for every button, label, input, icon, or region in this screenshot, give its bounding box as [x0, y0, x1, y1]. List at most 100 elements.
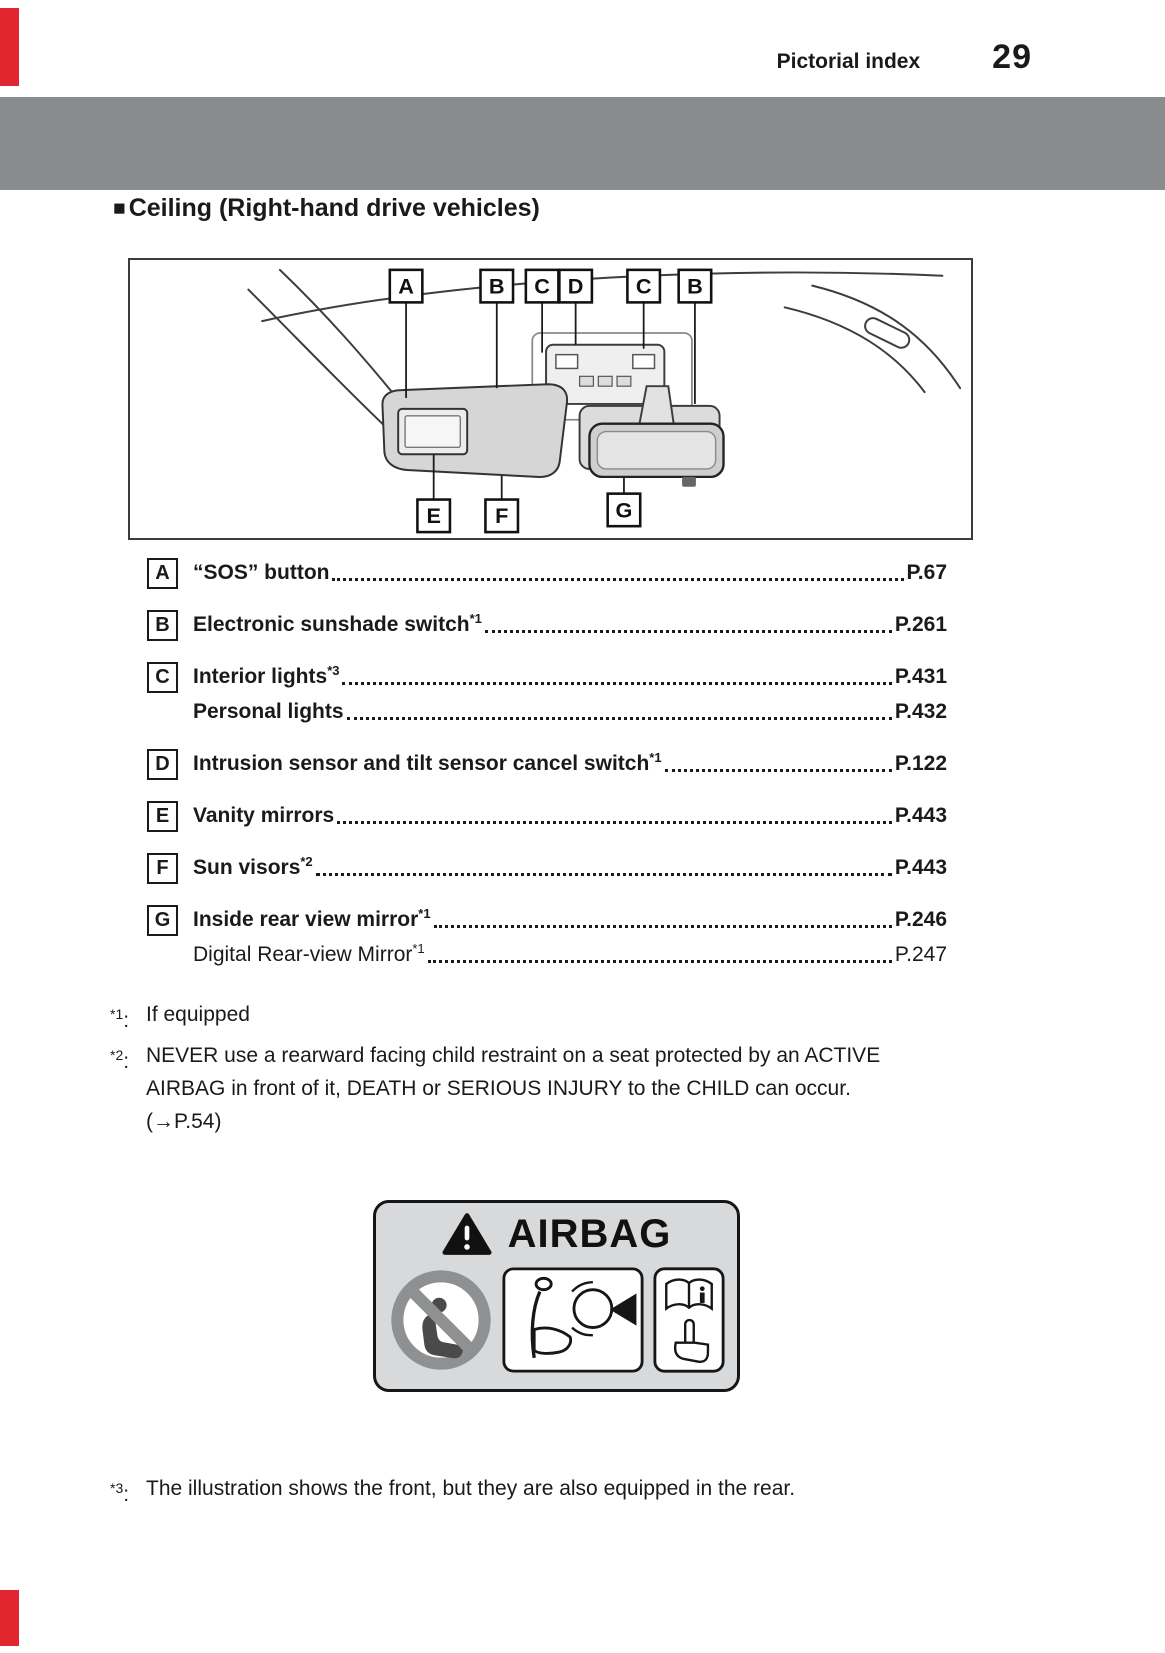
entry-page-ref: P.122 [894, 752, 947, 775]
entry-text: Vanity mirrors [193, 804, 335, 827]
callout-box-B2 [677, 268, 713, 304]
entry-text: “SOS” button [193, 561, 330, 584]
dot-leader [342, 682, 892, 685]
ceiling-illustration: A B C D C B E F G [247, 268, 962, 534]
index-entry: Electronic sunshade switch*1 P.261 [193, 608, 947, 641]
entry-text: Inside rear view mirror [193, 908, 419, 931]
index-letter-box: B [147, 610, 178, 641]
entry-page-ref: P.67 [906, 561, 948, 584]
callout-letter: E [426, 503, 440, 528]
index-entry: Personal lights P.432 [193, 695, 947, 728]
index-row-a: A “SOS” button P.67 [147, 556, 947, 589]
print-mark-red-bottom [0, 1590, 19, 1646]
dot-leader [332, 578, 904, 581]
callout-letter: G [616, 497, 633, 522]
airbag-warning-label: AIRBAG [373, 1200, 740, 1392]
callout-letter: F [495, 503, 508, 528]
footnote-marker: *1: [110, 1006, 130, 1032]
airbag-label-pictograms [386, 1261, 727, 1379]
index-row-d: D Intrusion sensor and tilt sensor cance… [147, 747, 947, 780]
callout-box-G [606, 492, 642, 528]
dot-leader [433, 925, 892, 928]
entry-page-ref: P.246 [894, 908, 947, 931]
footnote-2: *2: NEVER use a rearward facing child re… [110, 1039, 1020, 1138]
chapter-banner [0, 97, 1165, 190]
index-row-e: E Vanity mirrors P.443 [147, 799, 947, 832]
entry-text: Digital Rear-view Mirror [193, 943, 413, 966]
page-header: Pictorial index 29 [777, 38, 1032, 77]
section-title: ■ Ceiling (Right-hand drive vehicles) [113, 194, 540, 223]
entry-page-ref: P.443 [894, 856, 947, 879]
roof-outline [247, 268, 962, 427]
callout-box-B [479, 268, 515, 304]
entry-footnote-ref: *1 [418, 906, 431, 921]
index-row-b: B Electronic sunshade switch*1 P.261 [147, 608, 947, 641]
mirror-lever [682, 476, 696, 487]
header-section-label: Pictorial index [776, 50, 921, 73]
print-mark-red-top [0, 8, 19, 86]
dot-leader [484, 630, 892, 633]
footnote-marker: *2: [110, 1047, 130, 1073]
pictorial-index-list: A “SOS” button P.67 B Electronic sunshad… [147, 556, 947, 990]
callout-letter: D [568, 274, 584, 299]
callout-box-C2 [626, 268, 662, 304]
index-row-c: C Interior lights*3 P.431 Personal light… [147, 660, 947, 728]
footnote-marker: *3: [110, 1480, 130, 1506]
footnote-text: NEVER use a rearward facing child restra… [146, 1044, 881, 1133]
index-entry: Vanity mirrors P.443 [193, 799, 947, 832]
index-entry: “SOS” button P.67 [193, 556, 947, 589]
footnote-text: If equipped [146, 1003, 250, 1026]
airbag-deployment-icon [501, 1267, 644, 1373]
callout-box-E [416, 498, 452, 534]
index-letter-box: G [147, 905, 178, 936]
index-entry: Digital Rear-view Mirror*1 P.247 [193, 938, 947, 971]
entry-footnote-ref: *1 [649, 750, 662, 765]
entry-footnote-ref: *1 [469, 611, 482, 626]
callout-letter: B [489, 274, 505, 299]
entry-text: Interior lights [193, 665, 328, 688]
entry-text: Intrusion sensor and tilt sensor cancel … [193, 752, 650, 775]
entry-page-ref: P.261 [894, 613, 947, 636]
index-entry: Interior lights*3 P.431 [193, 660, 947, 693]
index-entry: Inside rear view mirror*1 P.246 [193, 903, 947, 936]
index-letter-box: E [147, 801, 178, 832]
entry-page-ref: P.247 [894, 943, 947, 966]
callout-letter: B [687, 274, 703, 299]
footnote-3: *3: The illustration shows the front, bu… [110, 1472, 1050, 1513]
index-letter-box: D [147, 749, 178, 780]
see-owners-manual-icon [652, 1267, 725, 1373]
dot-leader [427, 960, 892, 963]
callout-letter: A [398, 274, 414, 299]
callout-letter: C [636, 274, 652, 299]
entry-text: Electronic sunshade switch [193, 613, 470, 636]
entry-text: Personal lights [193, 700, 344, 723]
airbag-label-title: AIRBAG [507, 1211, 672, 1256]
vanity-mirror-glass [404, 415, 461, 448]
footnote-1: *1: If equipped [110, 998, 1020, 1032]
index-letter-box: C [147, 662, 178, 693]
callout-box-A [388, 268, 424, 304]
entry-footnote-ref: *3 [327, 663, 340, 678]
index-entry: Intrusion sensor and tilt sensor cancel … [193, 747, 947, 780]
section-marker: ■ [113, 196, 126, 220]
dot-leader [664, 769, 892, 772]
dot-leader [346, 717, 892, 720]
airbag-label-header: AIRBAG [386, 1207, 727, 1261]
warning-triangle-icon [442, 1213, 492, 1255]
index-row-f: F Sun visors*2 P.443 [147, 851, 947, 884]
dot-leader [315, 873, 892, 876]
entry-footnote-ref: *2 [300, 854, 313, 869]
page-number: 29 [992, 38, 1032, 76]
ceiling-diagram-figure: A B C D C B E F G [128, 258, 973, 540]
entry-footnote-ref: *1 [412, 941, 425, 956]
overhead-console [531, 332, 693, 421]
index-entry: Sun visors*2 P.443 [193, 851, 947, 884]
section-title-text: Ceiling (Right-hand drive vehicles) [128, 194, 540, 222]
index-letter-box: F [147, 853, 178, 884]
footnote-text: The illustration shows the front, but th… [146, 1477, 796, 1500]
diagram-callouts: A B C D C B E F G [388, 268, 713, 534]
index-letter-box: A [147, 558, 178, 589]
callout-letter: C [534, 274, 550, 299]
callout-leader-lines [405, 302, 696, 500]
footnotes: *1: If equipped *2: NEVER use a rearward… [110, 998, 1020, 1146]
